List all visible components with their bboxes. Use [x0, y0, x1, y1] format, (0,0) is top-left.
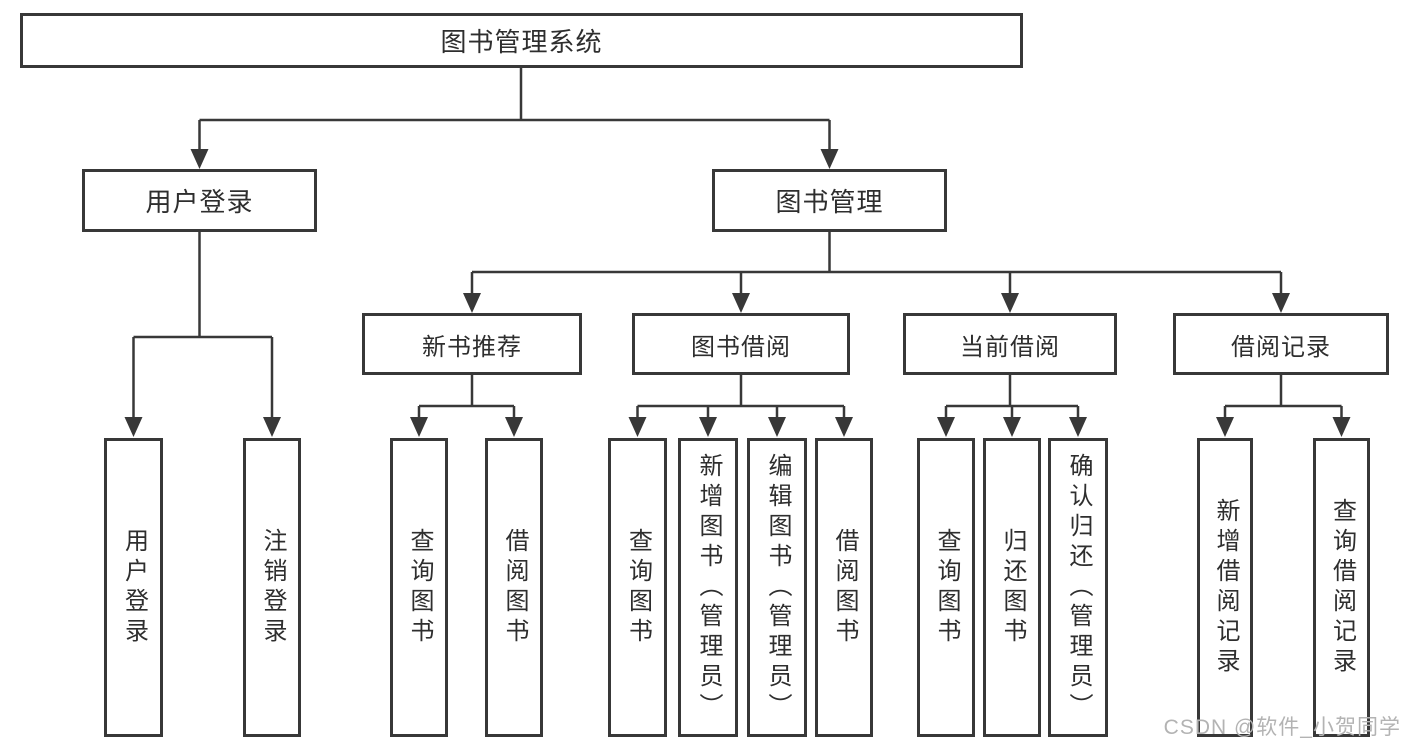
- leaf-logout-label: 注销登录: [259, 527, 286, 648]
- node-user-login-branch: 用户登录: [82, 169, 317, 232]
- leaf-query-books-borrowing-label: 查询图书: [624, 527, 652, 648]
- leaf-query-borrow-record: 查询借阅记录: [1313, 438, 1370, 737]
- leaf-borrow-books-borrowing-label: 借阅图书: [831, 527, 858, 648]
- leaf-confirm-return-admin: 确认归还（管理员）: [1048, 438, 1108, 737]
- node-user-login-branch-label: 用户登录: [145, 187, 254, 217]
- node-book-borrowing-label: 图书借阅: [691, 333, 791, 361]
- node-borrowing-records-label: 借阅记录: [1231, 333, 1331, 361]
- leaf-borrow-books-recommend-label: 借阅图书: [501, 527, 528, 648]
- leaf-borrow-books-recommend: 借阅图书: [485, 438, 543, 737]
- leaf-add-borrow-record: 新增借阅记录: [1197, 438, 1253, 737]
- leaf-confirm-return-admin-label: 确认归还（管理员）: [1065, 452, 1092, 723]
- node-new-book-recommendation-label: 新书推荐: [422, 333, 522, 361]
- csdn-watermark: CSDN @软件_小贺同学: [1163, 716, 1401, 739]
- leaf-query-books-current: 查询图书: [917, 438, 975, 737]
- leaf-edit-books-admin: 编辑图书（管理员）: [747, 438, 807, 737]
- leaf-borrow-books-borrowing: 借阅图书: [815, 438, 873, 737]
- leaf-query-books-recommend: 查询图书: [390, 438, 448, 737]
- leaf-edit-books-admin-label: 编辑图书（管理员）: [764, 452, 791, 723]
- leaf-return-books-label: 归还图书: [999, 527, 1026, 648]
- node-book-management-branch-label: 图书管理: [775, 187, 884, 217]
- node-book-management-branch: 图书管理: [712, 169, 947, 232]
- leaf-logout: 注销登录: [243, 438, 301, 737]
- leaf-user-login: 用户登录: [104, 438, 163, 737]
- leaf-query-books-borrowing: 查询图书: [608, 438, 667, 737]
- leaf-query-books-recommend-label: 查询图书: [406, 527, 433, 648]
- node-system-root-label: 图书管理系统: [440, 27, 603, 57]
- leaf-query-books-current-label: 查询图书: [933, 527, 960, 648]
- node-borrowing-records: 借阅记录: [1173, 313, 1389, 375]
- leaf-add-books-admin: 新增图书（管理员）: [678, 438, 738, 737]
- node-new-book-recommendation: 新书推荐: [362, 313, 582, 375]
- node-current-borrowing-label: 当前借阅: [960, 333, 1060, 361]
- leaf-query-borrow-record-label: 查询借阅记录: [1328, 497, 1356, 678]
- leaf-user-login-label: 用户登录: [120, 527, 148, 648]
- leaf-add-borrow-record-label: 新增借阅记录: [1212, 497, 1239, 678]
- leaf-add-books-admin-label: 新增图书（管理员）: [695, 452, 722, 723]
- node-current-borrowing: 当前借阅: [903, 313, 1117, 375]
- node-system-root: 图书管理系统: [20, 13, 1023, 68]
- leaf-return-books: 归还图书: [983, 438, 1041, 737]
- node-book-borrowing: 图书借阅: [632, 313, 850, 375]
